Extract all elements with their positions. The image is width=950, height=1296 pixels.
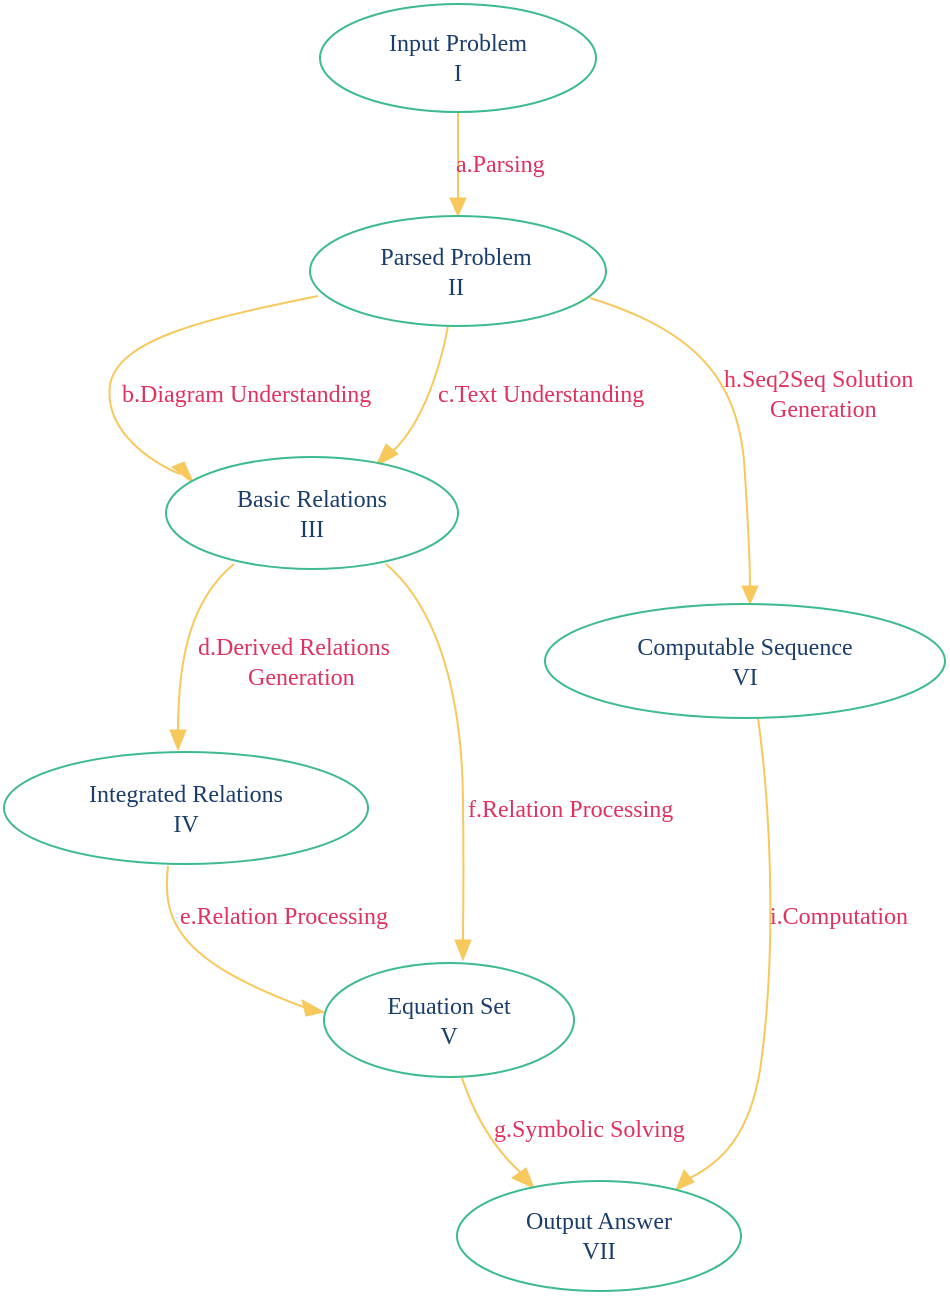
edge-h-seq2seq: h.Seq2Seq Solution Generation [589,297,913,606]
edge-c-line [391,325,449,453]
edge-e-line [165,865,307,1009]
edge-f-arrowhead [454,939,472,962]
edge-b-label: b.Diagram Understanding [122,382,371,408]
edge-h-label-line1: h.Seq2Seq Solution [724,367,913,393]
edge-f-label: f.Relation Processing [468,797,673,823]
node-input-problem-numeral: I [454,61,462,87]
node-parsed-problem-title: Parsed Problem [380,245,532,271]
edge-i-label: i.Computation [770,904,908,930]
edge-d-label-line2: Generation [248,665,355,691]
node-computable-sequence-ellipse [544,603,946,719]
edge-b-line [108,295,319,475]
edge-b-arrowhead [171,461,195,485]
edge-a-parsing: a.Parsing [449,112,545,218]
node-input-problem-ellipse [319,3,597,113]
node-integrated-relations-title: Integrated Relations [89,782,283,808]
node-computable-sequence-numeral: VI [732,665,757,691]
node-output-answer: Output Answer VII [456,1180,742,1292]
node-integrated-relations-ellipse [3,751,369,865]
edge-g-symbolic-solving: g.Symbolic Solving [461,1077,685,1189]
edge-f-relation-processing: f.Relation Processing [385,563,673,962]
node-computable-sequence: Computable Sequence VI [544,603,946,719]
node-integrated-relations: Integrated Relations IV [3,751,369,865]
edge-c-text-understanding: c.Text Understanding [374,325,644,468]
node-basic-relations-numeral: III [300,517,324,543]
node-output-answer-numeral: VII [582,1239,615,1265]
node-equation-set-title: Equation Set [387,994,511,1020]
edge-e-arrowhead [301,999,326,1017]
edge-d-derived-relations: d.Derived Relations Generation [169,563,390,752]
edge-f-line [385,563,465,943]
edge-d-label-line1: d.Derived Relations [198,635,390,661]
edge-h-line [589,297,751,589]
node-parsed-problem-numeral: II [448,275,464,301]
edge-i-arrowhead [675,1169,695,1191]
edge-e-relation-processing: e.Relation Processing [165,865,388,1017]
edge-e-label: e.Relation Processing [180,904,388,930]
node-equation-set: Equation Set V [323,962,575,1078]
node-input-problem-title: Input Problem [389,31,527,57]
node-parsed-problem-ellipse [309,215,607,327]
edge-i-computation: i.Computation [675,717,908,1191]
edge-g-label: g.Symbolic Solving [494,1117,685,1143]
edge-b-diagram-understanding: b.Diagram Understanding [108,295,371,485]
edge-d-arrowhead [169,729,187,752]
node-output-answer-ellipse [456,1180,742,1292]
node-input-problem: Input Problem I [319,3,597,113]
edge-i-line [689,717,772,1179]
node-parsed-problem: Parsed Problem II [309,215,607,327]
edge-g-arrowhead [511,1167,535,1189]
node-basic-relations: Basic Relations III [165,456,459,570]
edge-h-label-line2: Generation [770,397,877,423]
edge-c-label: c.Text Understanding [438,382,644,408]
edge-a-label: a.Parsing [456,152,545,178]
node-output-answer-title: Output Answer [526,1209,672,1235]
node-equation-set-ellipse [323,962,575,1078]
edge-h-arrowhead [741,585,759,606]
node-basic-relations-title: Basic Relations [237,487,387,513]
edge-d-line [177,563,235,733]
node-basic-relations-ellipse [165,456,459,570]
edge-g-line [461,1077,521,1173]
node-equation-set-numeral: V [440,1024,458,1050]
node-integrated-relations-numeral: IV [173,812,199,838]
edge-a-arrowhead [449,197,467,218]
edge-c-arrowhead [374,443,399,468]
node-computable-sequence-title: Computable Sequence [637,635,852,661]
